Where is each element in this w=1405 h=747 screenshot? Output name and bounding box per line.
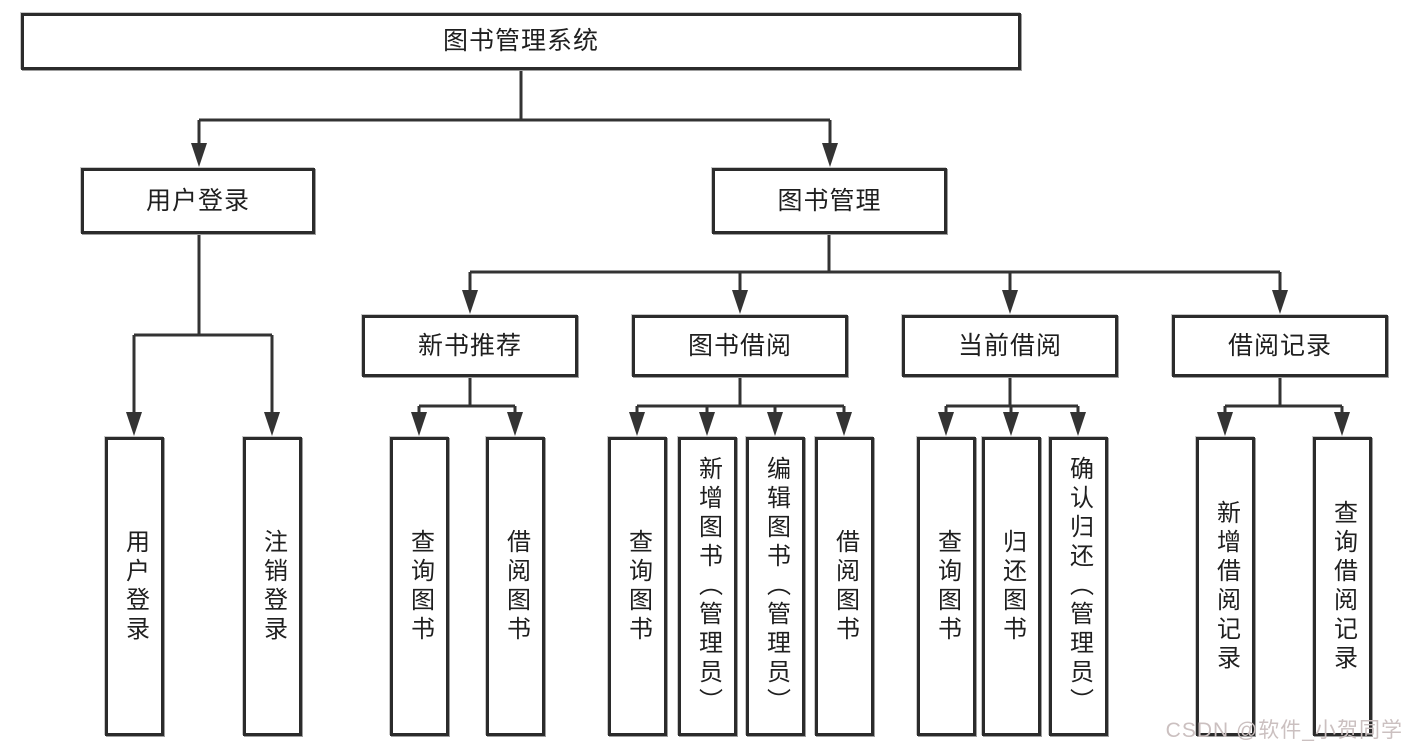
leaf-add-borrow-record: 新增借阅记录	[1196, 437, 1255, 736]
arrow-icon	[938, 412, 954, 436]
arrow-icon	[1002, 290, 1018, 314]
leaf-borrow-books-recommend: 借阅图书	[486, 437, 545, 736]
arrow-icon	[767, 412, 783, 436]
connector-book-borrow	[635, 377, 846, 414]
node-book-management: 图书管理	[712, 168, 947, 234]
connector-book-management	[468, 234, 1282, 292]
connector-borrow-records	[1223, 377, 1344, 414]
leaf-query-books-current: 查询图书	[917, 437, 976, 736]
connector-current-borrow	[944, 377, 1080, 414]
leaf-return-books: 归还图书	[982, 437, 1041, 736]
arrow-icon	[1003, 412, 1019, 436]
csdn-watermark: CSDN @软件_小贺同学	[1165, 719, 1403, 742]
arrowheads	[126, 143, 1350, 436]
leaf-query-books-borrow: 查询图书	[608, 437, 667, 736]
node-new-book-recommend: 新书推荐	[362, 315, 578, 377]
connector-user-login	[132, 234, 274, 414]
leaf-confirm-return-admin: 确认归还（管理员）	[1049, 437, 1108, 736]
arrow-icon	[732, 290, 748, 314]
node-book-borrow: 图书借阅	[632, 315, 848, 377]
leaf-user-login: 用户登录	[105, 437, 164, 736]
arrow-icon	[1334, 412, 1350, 436]
node-root: 图书管理系统	[21, 13, 1021, 70]
leaf-logout: 注销登录	[243, 437, 302, 736]
arrow-icon	[507, 412, 523, 436]
node-user-login: 用户登录	[81, 168, 315, 234]
arrow-icon	[822, 143, 838, 167]
arrow-icon	[1217, 412, 1233, 436]
leaf-query-books-recommend: 查询图书	[390, 437, 449, 736]
node-borrow-records: 借阅记录	[1172, 315, 1388, 377]
connector-new-book	[417, 377, 517, 414]
arrow-icon	[411, 412, 427, 436]
arrow-icon	[264, 412, 280, 436]
connector-root	[197, 70, 832, 146]
arrow-icon	[1272, 290, 1288, 314]
leaf-edit-books-admin: 编辑图书（管理员）	[746, 437, 805, 736]
arrow-icon	[191, 143, 207, 167]
arrow-icon	[1070, 412, 1086, 436]
node-current-borrow: 当前借阅	[902, 315, 1118, 377]
arrow-icon	[699, 412, 715, 436]
leaf-borrow-books: 借阅图书	[815, 437, 874, 736]
arrow-icon	[126, 412, 142, 436]
arrow-icon	[462, 290, 478, 314]
leaf-query-borrow-record: 查询借阅记录	[1313, 437, 1372, 736]
leaf-add-books-admin: 新增图书（管理员）	[678, 437, 737, 736]
arrow-icon	[836, 412, 852, 436]
arrow-icon	[629, 412, 645, 436]
